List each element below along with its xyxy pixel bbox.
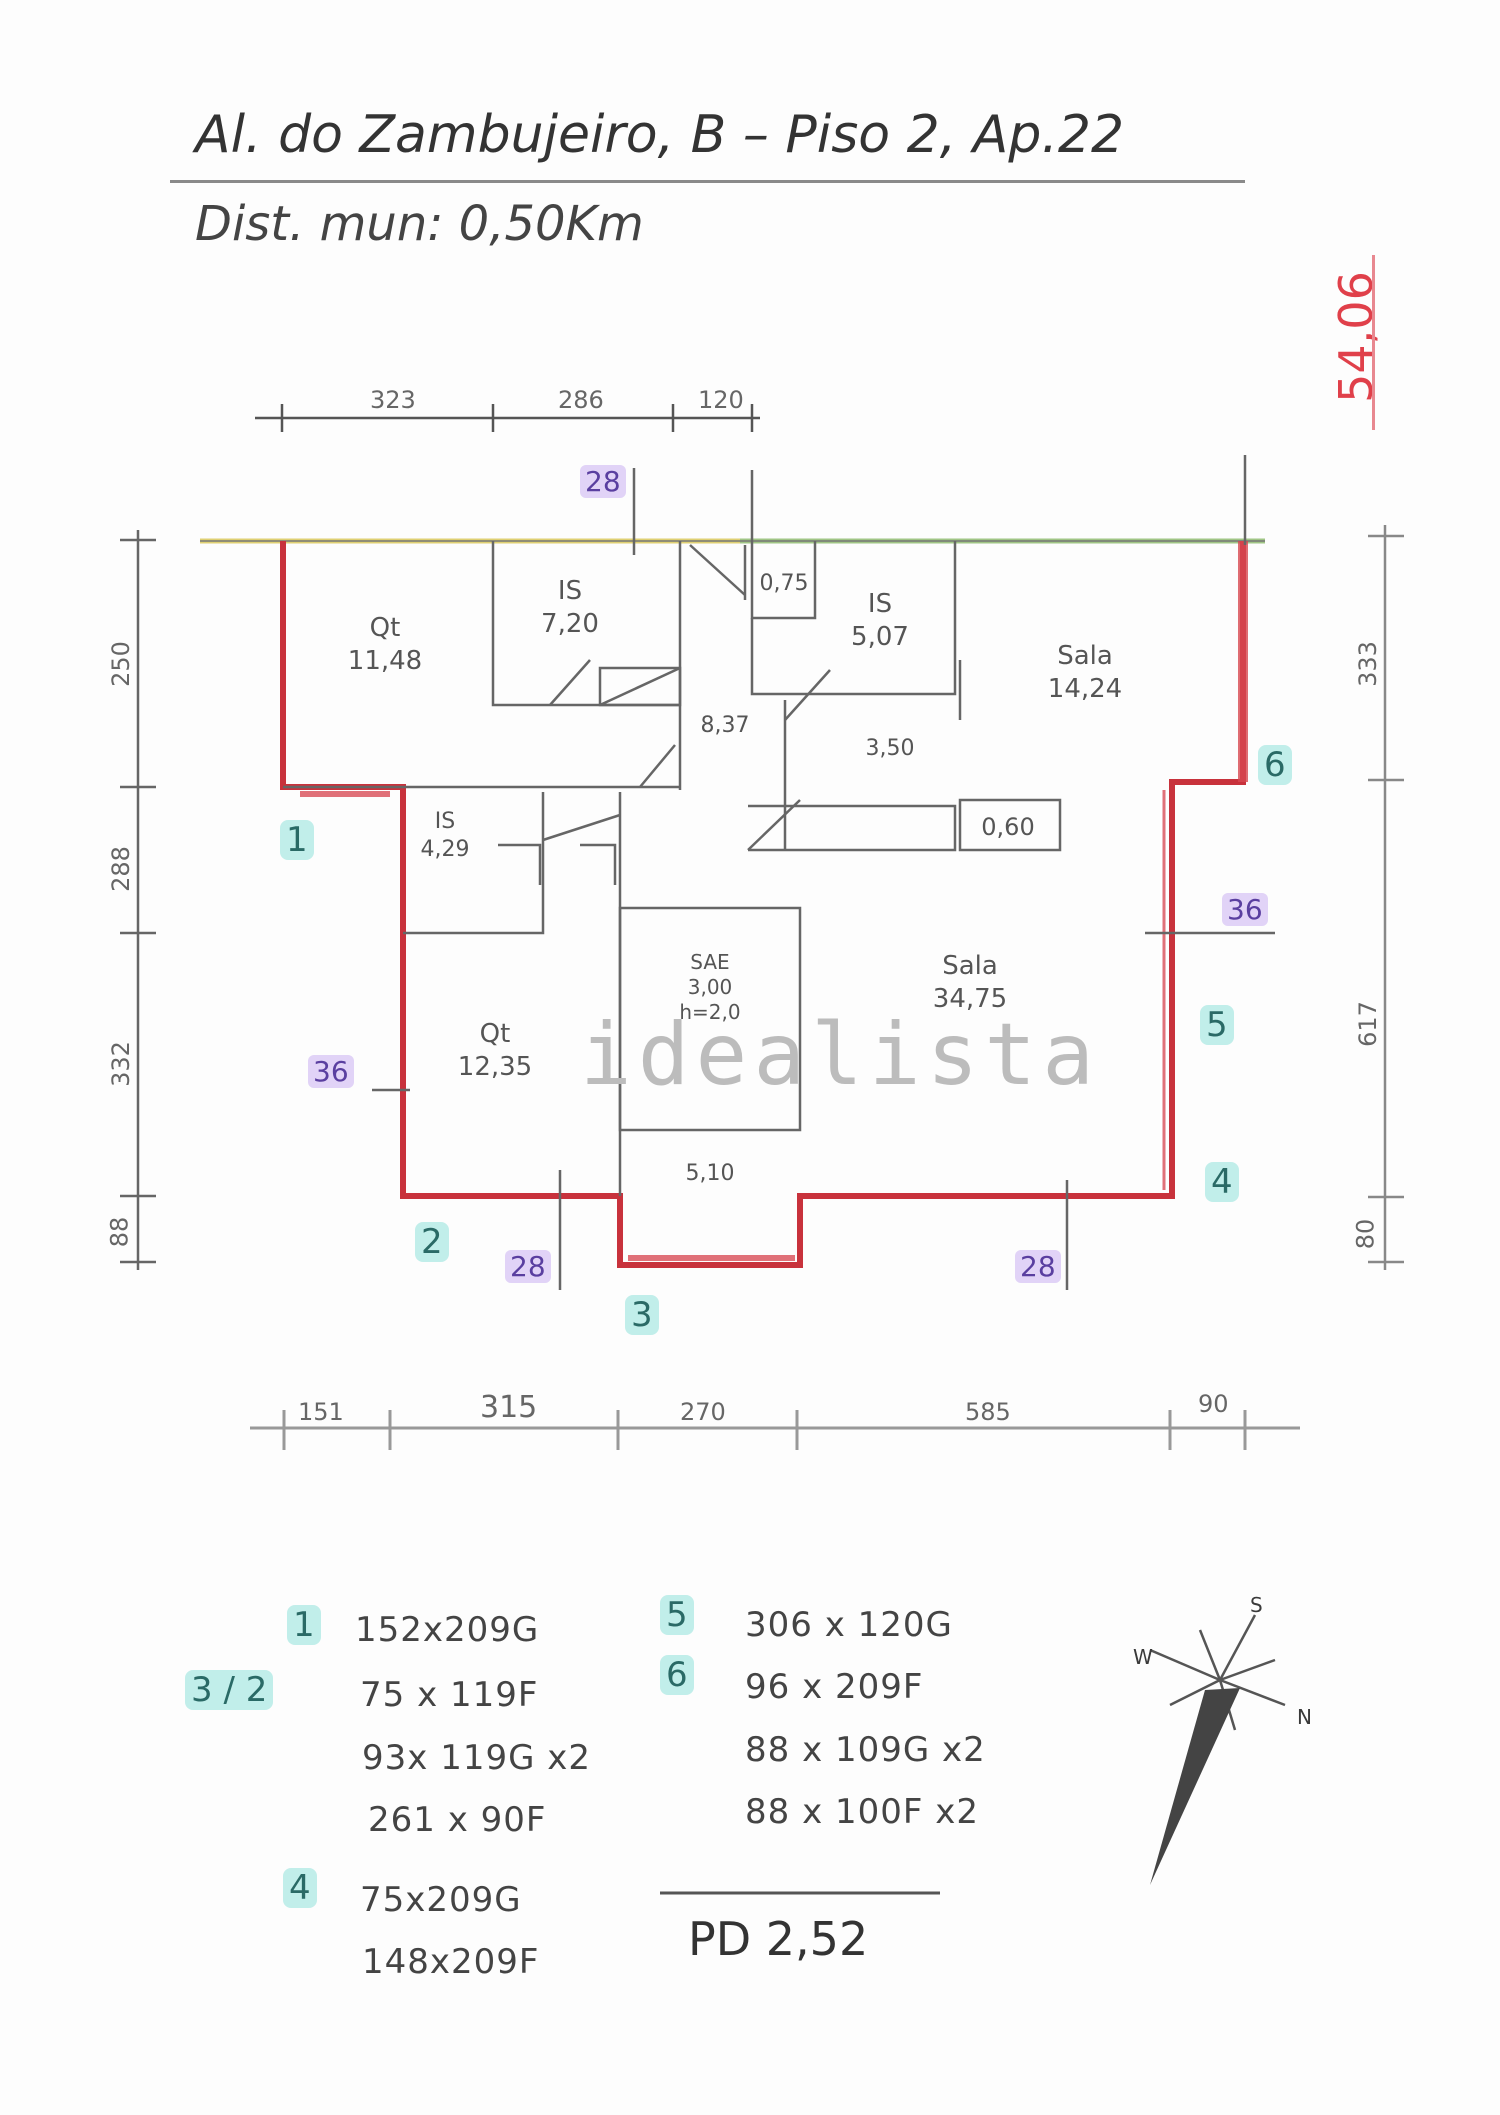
room-area: 34,75 xyxy=(932,983,1008,1014)
room-kitchen: 3,50 xyxy=(850,735,930,763)
legend-tag-3-2: 3 / 2 xyxy=(185,1670,274,1710)
room-type: Sala xyxy=(1057,641,1113,671)
legend-item: 96 x 209F xyxy=(745,1667,924,1707)
room-type: IS xyxy=(557,576,583,606)
legend-item: 93x 119G x2 xyxy=(362,1738,591,1778)
room-area: 5,10 xyxy=(685,1161,735,1186)
room-area: 11,48 xyxy=(347,645,423,676)
opening-tag-1: 1 xyxy=(280,820,314,860)
room-closet: 0,75 xyxy=(755,570,813,598)
room-small-store: 0,60 xyxy=(968,812,1048,842)
room-area: 0,75 xyxy=(759,571,809,596)
legend-tag-6: 6 xyxy=(660,1655,694,1695)
legend-tag-1: 1 xyxy=(287,1605,321,1645)
room-bedroom-2: Qt 12,35 xyxy=(450,1018,540,1083)
room-area: 3,50 xyxy=(865,736,915,761)
room-type: Sala xyxy=(942,951,998,981)
distance-note: Dist. mun: 0,50Km xyxy=(195,196,644,252)
wall-thickness-tag-right: 36 xyxy=(1222,893,1268,926)
dim-bottom-2: 270 xyxy=(680,1398,726,1426)
total-area-underline xyxy=(1372,255,1375,430)
ceiling-height: PD 2,52 xyxy=(688,1912,869,1966)
legend-item: 75x209G xyxy=(360,1880,522,1920)
dim-top-2: 120 xyxy=(698,386,744,414)
room-area: 4,29 xyxy=(420,836,470,862)
dim-bottom-3: 585 xyxy=(965,1398,1011,1426)
dim-bottom-4: 90 xyxy=(1198,1390,1229,1418)
interior-walls xyxy=(283,455,1275,1290)
legend-item: 261 x 90F xyxy=(368,1800,547,1840)
legend-tag-5: 5 xyxy=(660,1595,694,1635)
compass-label-south: S xyxy=(1250,1593,1263,1617)
bottom-dimension-line xyxy=(250,1410,1300,1450)
room-living-2: Sala 34,75 xyxy=(915,950,1025,1015)
room-type: Qt xyxy=(369,613,401,643)
wall-thickness-tag-bottom-right: 28 xyxy=(1015,1250,1061,1283)
legend-item: 75 x 119F xyxy=(360,1675,539,1715)
opening-tag-3: 3 xyxy=(625,1295,659,1335)
dim-right-2: 80 xyxy=(1351,1218,1380,1250)
legend-item: 88 x 100F x2 xyxy=(745,1792,980,1832)
dim-bottom-1: 315 xyxy=(480,1390,538,1425)
room-type: IS xyxy=(434,809,456,834)
room-area: 7,20 xyxy=(541,608,599,639)
room-bathroom-1: IS 7,20 xyxy=(525,575,615,640)
dim-left-2: 332 xyxy=(106,1041,135,1087)
room-type: Qt xyxy=(479,1019,511,1049)
dim-top-1: 286 xyxy=(558,386,604,414)
opening-tag-4: 4 xyxy=(1205,1162,1239,1202)
room-area: 3,00 xyxy=(687,975,733,999)
watermark: idealista xyxy=(580,1005,1100,1105)
compass-label-west: W xyxy=(1133,1645,1153,1669)
room-living-1: Sala 14,24 xyxy=(1035,640,1135,705)
room-bedroom-1: Qt 11,48 xyxy=(340,612,430,677)
dim-left-1: 288 xyxy=(106,846,135,892)
room-area: 0,60 xyxy=(981,813,1035,841)
dim-left-0: 250 xyxy=(106,641,135,687)
legend-tag-4: 4 xyxy=(283,1868,317,1908)
room-area: 14,24 xyxy=(1047,673,1123,704)
room-note: h=2,0 xyxy=(679,1000,741,1024)
compass-icon xyxy=(1149,1614,1286,1885)
address-title: Al. do Zambujeiro, B – Piso 2, Ap.22 xyxy=(195,105,1125,165)
room-type: IS xyxy=(867,589,893,619)
wall-thickness-tag-top: 28 xyxy=(580,465,626,498)
dim-left-3: 88 xyxy=(105,1216,134,1248)
top-dimension-line xyxy=(255,404,760,432)
dim-bottom-0: 151 xyxy=(298,1398,344,1426)
dim-top-0: 323 xyxy=(370,386,416,414)
opening-tag-5: 5 xyxy=(1200,1005,1234,1045)
opening-tag-6: 6 xyxy=(1258,745,1292,785)
room-bathroom-2: IS 5,07 xyxy=(835,588,925,653)
left-dimension-line xyxy=(120,530,156,1270)
room-entry: 5,10 xyxy=(670,1160,750,1188)
room-type: SAE xyxy=(690,950,730,974)
room-bathroom-3: IS 4,29 xyxy=(410,808,480,863)
room-hall: 8,37 xyxy=(690,712,760,740)
legend-item: 88 x 109G x2 xyxy=(745,1730,986,1770)
dim-right-0: 333 xyxy=(1353,641,1382,687)
wall-thickness-tag-bottom-left: 28 xyxy=(505,1250,551,1283)
opening-tag-2: 2 xyxy=(415,1222,449,1262)
right-dimension-line xyxy=(1368,525,1404,1270)
room-area: 12,35 xyxy=(457,1051,533,1082)
legend-item: 306 x 120G xyxy=(745,1605,953,1645)
room-area: 8,37 xyxy=(700,713,750,738)
room-area: 5,07 xyxy=(851,621,909,652)
room-storage: SAE 3,00 h=2,0 xyxy=(660,950,760,1025)
wall-thickness-tag-left: 36 xyxy=(308,1055,354,1088)
header-underline xyxy=(170,180,1245,183)
compass-label-north: N xyxy=(1297,1705,1312,1729)
legend-item: 152x209G xyxy=(355,1610,540,1650)
dim-right-1: 617 xyxy=(1353,1001,1382,1047)
legend-item: 148x209F xyxy=(362,1942,540,1982)
